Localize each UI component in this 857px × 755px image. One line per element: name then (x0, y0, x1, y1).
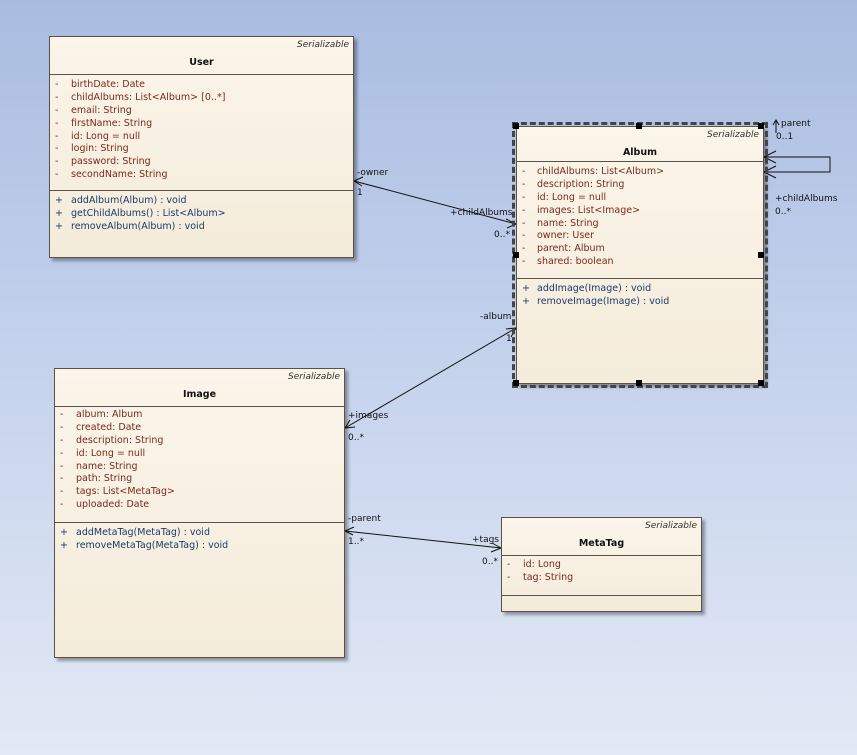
attribute-row[interactable]: -id: Long = null (60, 447, 146, 459)
attribute-row[interactable]: -name: String (522, 217, 599, 229)
multiplicity-self-child-albums: 0..* (775, 207, 791, 217)
resize-handle[interactable] (636, 380, 642, 386)
divider (55, 406, 344, 407)
attribute-row[interactable]: -birthDate: Date (55, 79, 145, 90)
role-label-self-child-albums: +childAlbums (775, 194, 838, 204)
divider (517, 161, 763, 162)
divider (50, 190, 353, 191)
attribute-row[interactable]: -id: Long = null (522, 191, 607, 203)
divider (502, 555, 701, 556)
attribute-list: -birthDate: Date -childAlbums: List<Albu… (50, 79, 353, 182)
resize-handle[interactable] (513, 252, 519, 258)
operation-list: +addMetaTag(MetaTag) : void +removeMetaT… (55, 527, 344, 553)
attribute-row[interactable]: -path: String (60, 473, 133, 485)
attribute-row[interactable]: -id: Long (507, 559, 561, 570)
album-self-association[interactable] (762, 119, 831, 179)
multiplicity-album: 1 (506, 334, 512, 344)
class-album[interactable]: Serializable Album -childAlbums: List<Al… (512, 122, 768, 388)
attribute-row[interactable]: -childAlbums: List<Album> [0..*] (55, 91, 226, 103)
multiplicity-owner: 1 (357, 188, 363, 198)
multiplicity-image-parent: 1..* (348, 537, 364, 547)
multiplicity-tags: 0..* (482, 557, 498, 567)
operation-row[interactable]: +addAlbum(Album) : void (55, 195, 187, 206)
operation-list: +addImage(Image) : void +removeImage(Ima… (517, 283, 763, 309)
role-label-image-parent: -parent (348, 514, 381, 524)
role-label-owner: -owner (357, 168, 389, 178)
operation-row[interactable]: +removeMetaTag(MetaTag) : void (60, 539, 229, 551)
attribute-row[interactable]: -secondName: String (55, 169, 168, 181)
class-name: User (189, 57, 214, 68)
attribute-row[interactable]: -login: String (55, 143, 129, 155)
stereotype-label: Serializable (645, 521, 697, 531)
role-label-album: -album (480, 312, 512, 322)
attribute-row[interactable]: -password: String (55, 156, 151, 168)
attribute-row[interactable]: -owner: User (522, 230, 595, 242)
resize-handle[interactable] (758, 380, 764, 386)
role-label-parent: parent (781, 119, 811, 129)
stereotype-label: Serializable (707, 130, 759, 140)
attribute-row[interactable]: -name: String (60, 460, 138, 472)
resize-handle[interactable] (758, 252, 764, 258)
resize-handle[interactable] (758, 123, 764, 129)
resize-handle[interactable] (513, 123, 519, 129)
attribute-row[interactable]: -album: Album (60, 409, 143, 420)
multiplicity-parent: 0..1 (776, 132, 794, 142)
role-label-child-albums: +childAlbums (450, 208, 513, 218)
stereotype-label: Serializable (297, 40, 349, 50)
class-name: MetaTag (578, 538, 625, 549)
class-image[interactable]: Serializable Image -album: Album -create… (54, 368, 345, 658)
operation-row[interactable]: +removeAlbum(Album) : void (55, 220, 205, 232)
divider (50, 74, 353, 75)
divider (517, 278, 763, 279)
operation-list: +addAlbum(Album) : void +getChildAlbums(… (50, 195, 353, 234)
attribute-row[interactable]: -tags: List<MetaTag> (60, 486, 175, 498)
attribute-row[interactable]: -tag: String (507, 571, 574, 583)
attribute-list: -album: Album -created: Date -descriptio… (55, 409, 344, 512)
multiplicity-child-albums: 0..* (494, 230, 510, 240)
divider (55, 522, 344, 523)
attribute-list: -childAlbums: List<Album> -description: … (517, 166, 763, 269)
attribute-row[interactable]: -images: List<Image> (522, 204, 641, 216)
user-album-association[interactable] (352, 176, 518, 229)
attribute-row[interactable]: -shared: boolean (522, 256, 614, 268)
resize-handle[interactable] (636, 123, 642, 129)
attribute-row[interactable]: -description: String (60, 434, 164, 446)
attribute-row[interactable]: -id: Long = null (55, 130, 141, 142)
attribute-row[interactable]: -firstName: String (55, 117, 153, 129)
attribute-row[interactable]: -description: String (522, 178, 625, 190)
attribute-row[interactable]: -parent: Album (522, 243, 605, 255)
operation-row[interactable]: +getChildAlbums() : List<Album> (55, 207, 226, 219)
class-name: Album (622, 147, 658, 158)
class-user[interactable]: Serializable User -birthDate: Date -chil… (49, 36, 354, 258)
multiplicity-images: 0..* (348, 433, 364, 443)
attribute-row[interactable]: -childAlbums: List<Album> (522, 166, 665, 177)
attribute-row[interactable]: -uploaded: Date (60, 499, 150, 511)
operation-row[interactable]: +addImage(Image) : void (522, 283, 652, 294)
class-name: Image (182, 389, 217, 400)
attribute-row[interactable]: -email: String (55, 104, 132, 116)
operation-row[interactable]: +addMetaTag(MetaTag) : void (60, 527, 210, 538)
role-label-tags: +tags (472, 535, 499, 545)
attribute-list: -id: Long -tag: String (502, 559, 701, 585)
divider (502, 595, 701, 596)
stereotype-label: Serializable (288, 372, 340, 382)
class-metatag[interactable]: Serializable MetaTag -id: Long -tag: Str… (501, 517, 702, 612)
operation-row[interactable]: +removeImage(Image) : void (522, 295, 670, 307)
attribute-row[interactable]: -created: Date (60, 421, 142, 433)
resize-handle[interactable] (513, 380, 519, 386)
role-label-images: +images (348, 411, 389, 421)
